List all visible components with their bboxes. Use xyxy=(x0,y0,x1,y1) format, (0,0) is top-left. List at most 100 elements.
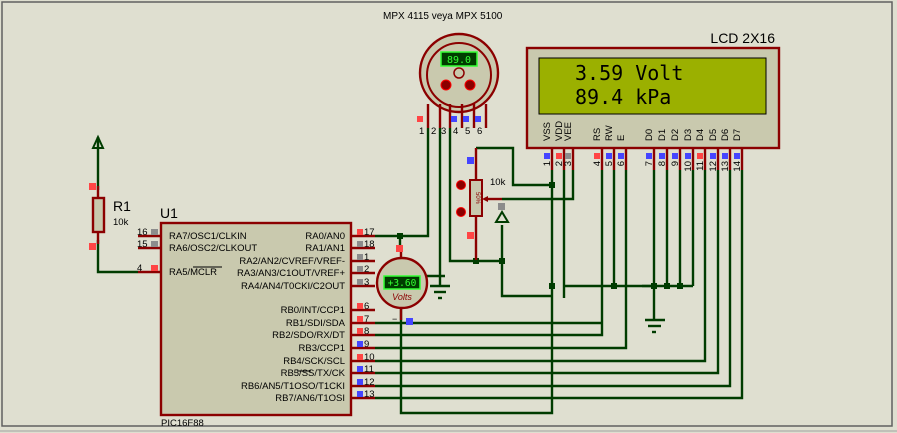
mcu-pin-name: RB1/SDI/SDA xyxy=(286,318,346,329)
sensor-pin[interactable]: 2 xyxy=(431,104,442,137)
sensor-caption: MPX 4115 veya MPX 5100 xyxy=(383,11,503,22)
mcu-pin-number: 16 xyxy=(137,227,148,238)
mcu-pin[interactable]: 12 RB6/AN5/T1OSO/T1CKI xyxy=(241,377,375,392)
mcu-pin-number: 4 xyxy=(137,263,142,274)
lcd-pin-number: 8 xyxy=(657,161,668,166)
lcd-pin-number: 11 xyxy=(695,161,706,171)
mcu-pin-number: 18 xyxy=(364,239,375,250)
sensor-pin[interactable]: 1 xyxy=(417,104,430,137)
pot-value: 10k xyxy=(490,177,506,188)
lcd-pin-number: 10 xyxy=(683,161,694,172)
mcu-pin[interactable]: 18 RA1/AN1 xyxy=(305,239,375,254)
lcd-pin-d1[interactable]: 8 D1 xyxy=(657,129,669,170)
lcd-pin-vdd[interactable]: 2 VDD xyxy=(554,121,566,170)
mcu-pin-name: RA1/AN1 xyxy=(305,243,345,254)
lcd-pin-d7[interactable]: 14 D7 xyxy=(732,129,744,172)
lcd-pin-number: 1 xyxy=(542,161,553,166)
mcu-pin-name: RA3/AN3/C1OUT/VREF+ xyxy=(237,268,345,279)
voltmeter[interactable]: +3.60 Volts − xyxy=(375,245,429,325)
lcd-pin-number: 14 xyxy=(732,161,743,172)
mcu-pin-name: RA4/AN4/T0CKI/C2OUT xyxy=(241,281,345,292)
lcd-line-2: 89.4 kPa xyxy=(575,85,671,109)
mcu-right-pins: 17 RA0/AN0 18 RA1/AN11RA2/AN2/CVREF/VREF-2R… xyxy=(237,227,375,404)
mcu-pin[interactable]: 3 RA4/AN4/T0CKI/C2OUT xyxy=(241,277,375,292)
sensor-pin-number: 4 xyxy=(453,126,458,137)
pot-decrease-icon[interactable] xyxy=(456,207,466,217)
lcd-pin-d2[interactable]: 9D2 xyxy=(670,129,682,170)
mcu-pin-number: 17 xyxy=(364,227,375,238)
mcu-pin-name: RA0/AN0 xyxy=(305,231,345,242)
mcu-pin-name: RA2/AN2/CVREF/VREF- xyxy=(239,256,345,267)
potentiometer[interactable]: 50% 10k xyxy=(456,148,510,260)
mcu-pin-number: 7 xyxy=(364,314,369,325)
pot-percent: 50% xyxy=(474,192,480,205)
mcu-pin[interactable]: 17 RA0/AN0 xyxy=(305,227,375,242)
lcd-pin-number: 7 xyxy=(644,161,655,166)
mcu-pin-number: 8 xyxy=(364,326,369,337)
sensor-pin[interactable]: 3 xyxy=(441,104,452,137)
lcd-pin-number: 5 xyxy=(604,161,615,166)
voltmeter-unit: Volts xyxy=(392,292,412,302)
mcu-pin-number: 11 xyxy=(364,364,374,375)
lcd-pin-name: D3 xyxy=(683,129,694,141)
sensor-pin-number: 6 xyxy=(477,126,482,137)
lcd-pin-name: VEE xyxy=(563,122,574,141)
r1-body xyxy=(91,196,106,234)
lcd-pin-e[interactable]: 6E xyxy=(616,135,628,170)
pot-increase-icon[interactable] xyxy=(456,180,466,190)
r1-value: 10k xyxy=(113,217,129,228)
mcu-pin-number: 3 xyxy=(364,277,369,288)
lcd-pin-name: D1 xyxy=(657,129,668,141)
lcd-pin-rw[interactable]: 5 RW xyxy=(604,125,616,170)
mcu-body xyxy=(159,221,353,417)
mcu-pin[interactable]: 7 RB1/SDI/SDA xyxy=(286,314,375,329)
mcu-pin[interactable]: 8 RB2/SDO/RX/DT xyxy=(272,326,375,341)
lcd-2x16[interactable]: LCD 2X16 3.59 Volt 89.4 kPa 1VSS2VDD3VEE… xyxy=(525,30,781,172)
lcd-pin-d3[interactable]: 10 D3 xyxy=(683,129,695,172)
increase-pressure-icon[interactable] xyxy=(440,79,452,91)
voltmeter-minus: − xyxy=(392,314,397,324)
resistor-r1[interactable]: R1 10k xyxy=(89,134,131,250)
lcd-pin-name: D7 xyxy=(732,129,743,141)
mcu-pin-name: RB2/SDO/RX/DT xyxy=(272,330,345,341)
voltmeter-display xyxy=(383,275,421,290)
mcu-pin-name: RB6/AN5/T1OSO/T1CKI xyxy=(241,381,345,392)
lcd-pin-d0[interactable]: 7D0 xyxy=(644,129,656,170)
lcd-pin-name: VDD xyxy=(554,121,565,141)
mcu-pin-number: 12 xyxy=(364,377,375,388)
mcu-pin[interactable]: 11 RB5/SS/TX/CK xyxy=(281,364,375,379)
mcu-pin-name: RB5/SS/TX/CK xyxy=(281,368,346,379)
lcd-pin-name: RW xyxy=(604,125,615,141)
sensor-pin[interactable]: 5 xyxy=(463,104,476,137)
sensor-pin[interactable]: 4 xyxy=(451,104,464,137)
mcu-pin-number: 13 xyxy=(364,389,375,400)
sensor-pin-number: 5 xyxy=(465,126,470,137)
lcd-pin-rs[interactable]: 4RS xyxy=(592,128,604,170)
sensor-pin[interactable]: 6 xyxy=(475,104,488,137)
decrease-pressure-icon[interactable] xyxy=(464,79,476,91)
lcd-pin-number: 2 xyxy=(554,161,565,166)
lcd-pin-number: 9 xyxy=(670,161,681,166)
sensor-pin-number: 3 xyxy=(441,126,446,137)
sensor-pin-number: 1 xyxy=(419,126,424,137)
mcu-pin-name: RB0/INT/CCP1 xyxy=(281,305,345,316)
sensor-display xyxy=(440,51,478,67)
